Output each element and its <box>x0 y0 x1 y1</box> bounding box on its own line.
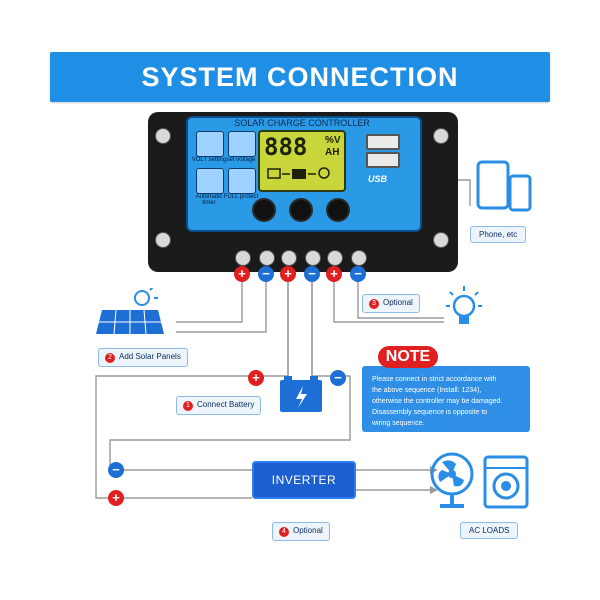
optional-load-label: 3 Optional <box>362 294 420 313</box>
icon-label: VOLT setting <box>191 157 227 163</box>
load-negative-terminal: − <box>350 266 366 282</box>
mounting-hole <box>433 128 449 144</box>
usb-port <box>366 134 400 150</box>
mounting-hole <box>155 232 171 248</box>
step-number: 3 <box>369 299 379 309</box>
volt-setting-icon <box>196 131 224 157</box>
battery-plus-marker: + <box>248 370 264 386</box>
battery-negative-terminal: − <box>304 266 320 282</box>
optional-inverter-text: Optional <box>293 526 323 535</box>
step-number: 4 <box>279 527 289 537</box>
set-voltage-icon <box>228 131 256 157</box>
note-line: Please connect in strict accordance with <box>372 376 497 383</box>
note-line: the above sequence (Install: 1234), <box>372 387 482 394</box>
up-button[interactable] <box>289 198 313 222</box>
note-panel <box>362 366 530 432</box>
note-text: Please connect in strict accordance with… <box>372 374 528 429</box>
ac-loads-label: AC LOADS <box>460 522 519 539</box>
solar-positive-terminal: + <box>234 266 250 282</box>
battery-label: 1 Connect Battery <box>176 396 262 415</box>
terminal-screw <box>305 250 321 266</box>
mounting-hole <box>155 128 171 144</box>
solar-label: 2 Add Solar Panels <box>98 348 188 367</box>
washing-machine-icon <box>483 455 529 509</box>
solar-panel-icon <box>96 288 164 335</box>
phone-label: Phone, etc <box>470 226 527 243</box>
lcd-unit-top: %V <box>325 135 341 146</box>
terminal-screw <box>327 250 343 266</box>
menu-button[interactable] <box>252 198 276 222</box>
battery-label-text: Connect Battery <box>197 400 255 409</box>
down-button[interactable] <box>326 198 350 222</box>
battery-positive-terminal: + <box>280 266 296 282</box>
lcd-digits: 888 <box>264 133 308 161</box>
solar-negative-terminal: − <box>258 266 274 282</box>
full-protect-icon <box>228 168 256 194</box>
icon-label: Automatic timer <box>195 194 223 206</box>
terminal-screw <box>235 250 251 266</box>
light-bulb-icon <box>446 286 482 324</box>
solar-label-text: Add Solar Panels <box>119 352 181 361</box>
usb-label: USB <box>368 174 388 184</box>
battery-minus-marker: − <box>330 370 346 386</box>
mounting-hole <box>433 232 449 248</box>
lcd-unit-bottom: AH <box>325 147 340 158</box>
usb-port <box>366 152 400 168</box>
controller-title: SOLAR CHARGE CONTROLLER <box>234 118 370 128</box>
optional-inverter-label: 4 Optional <box>272 522 330 541</box>
step-number: 2 <box>105 353 115 363</box>
terminal-screw <box>281 250 297 266</box>
inverter-box <box>252 461 356 499</box>
terminal-screw <box>351 250 367 266</box>
icon-label: FULL protect <box>223 194 259 200</box>
icon-label: set voltage <box>226 157 256 163</box>
note-line: Disassembly sequence is opposite to <box>372 409 488 416</box>
battery-icon <box>280 376 322 412</box>
inverter-plus-marker: + <box>108 490 124 506</box>
terminal-screw <box>259 250 275 266</box>
phone-tablet-icon <box>476 160 532 212</box>
page-title: SYSTEM CONNECTION <box>141 62 459 92</box>
fan-icon <box>430 452 474 508</box>
load-positive-terminal: + <box>326 266 342 282</box>
note-line: otherwise the controller may be damaged. <box>372 398 503 405</box>
title-banner <box>50 52 550 102</box>
lcd-display <box>258 130 346 192</box>
step-number: 1 <box>183 401 193 411</box>
note-title: NOTE <box>378 346 438 368</box>
optional-load-text: Optional <box>383 298 413 307</box>
note-line: wiring sequence. <box>372 420 425 427</box>
inverter-label: INVERTER <box>271 473 337 487</box>
inverter-minus-marker: − <box>108 462 124 478</box>
lcd-status-icons <box>267 167 330 179</box>
automatic-timer-icon <box>196 168 224 194</box>
